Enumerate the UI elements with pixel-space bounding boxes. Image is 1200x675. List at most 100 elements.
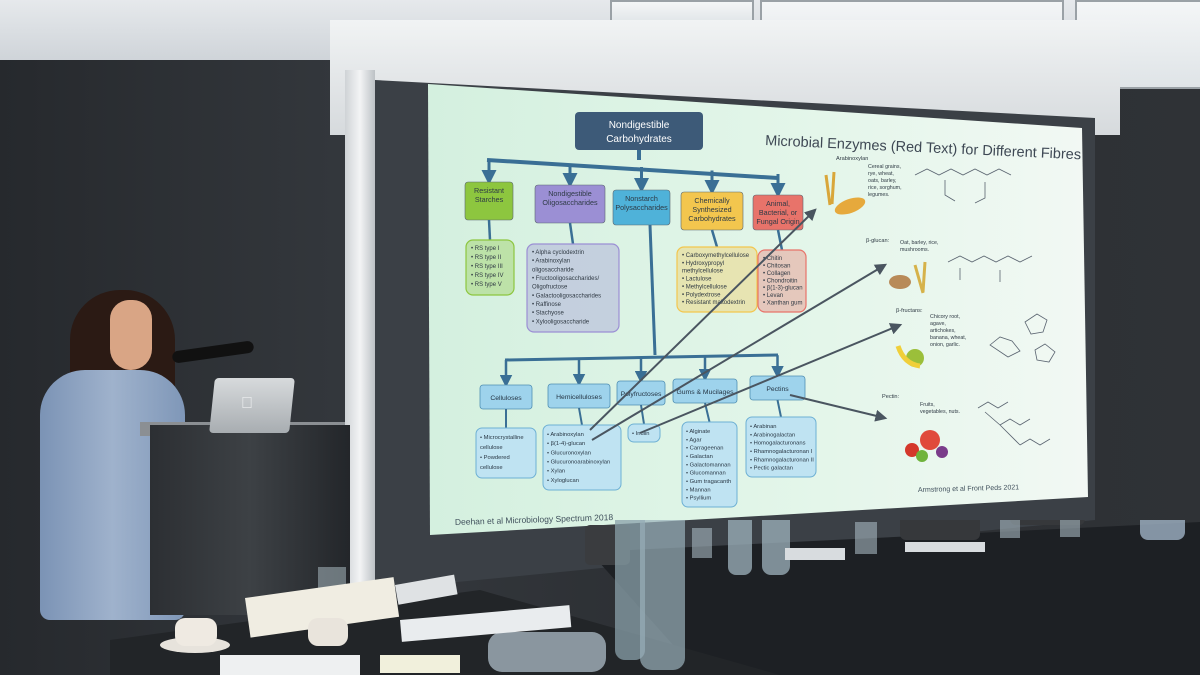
subcategory-item: • Xylan	[547, 469, 565, 475]
category-list-resistant-starches	[465, 239, 515, 296]
fibre-source--fructans: agave,	[930, 321, 946, 327]
subcategory-label-pectins: Pectins	[766, 386, 789, 393]
root-label-1: Nondigestible	[609, 120, 670, 131]
grape-illustration	[936, 446, 948, 458]
subcategory-list-gums-mucilages	[681, 421, 738, 508]
category-label-animal-bacterial-or-fungal-origin: Fungal Origin	[756, 217, 799, 226]
category-item: • Chitin	[763, 256, 782, 262]
category-item: • Lactulose	[682, 277, 712, 283]
root-label-2: Carbohydrates	[606, 134, 672, 145]
chair-2	[900, 520, 980, 540]
category-item: • Chitosan	[763, 263, 790, 269]
fibre-source-pectin: Fruits,	[920, 402, 935, 408]
category-label-nonstarch-polysaccharides: Nonstarch	[625, 194, 658, 203]
water-bottle-2	[762, 520, 790, 575]
water-bottle-3	[615, 520, 645, 660]
category-item: oligosaccharide	[532, 267, 574, 273]
category-list-nondigestible-oligosaccharides	[526, 243, 620, 333]
subcategory-label-polyfructoses: Polyfructoses	[621, 391, 662, 398]
subcategory-item: • Glucuronoarabinoxylan	[547, 460, 610, 466]
category-item: • Arabinoxylan	[532, 259, 570, 265]
glass-3	[1000, 520, 1020, 538]
category-connector-chemically-synthesized-carbohydrates	[710, 229, 719, 248]
subcategory-item: • Mannan	[686, 487, 711, 493]
category-item: • Hydroxypropyl	[682, 261, 724, 267]
tree-branch-top	[486, 158, 779, 180]
subcategory-label-gums-mucilages: Gums & Mucilages	[676, 389, 734, 396]
tree-connector-nsp	[648, 224, 657, 356]
subcategory-item: • Rhamnogalacturonan II	[750, 457, 814, 463]
category-label-chemically-synthesized-carbohydrates: Carbohydrates	[688, 214, 736, 223]
subcategory-item: • Carrageenan	[686, 446, 723, 452]
category-label-animal-bacterial-or-fungal-origin: Animal,	[766, 199, 790, 208]
category-label-nondigestible-oligosaccharides: Oligosaccharides	[542, 198, 598, 207]
structure-beta-glucan	[947, 255, 1033, 282]
coffee-cup-2	[308, 618, 348, 646]
fibre-source--fructans: banana, wheat,	[930, 335, 966, 341]
structure-beta-fructan	[989, 313, 1056, 363]
category-item: • RS type IV	[471, 273, 503, 279]
category-item: • RS type III	[471, 264, 503, 270]
bowl-sweets-1	[488, 632, 606, 672]
subcategory-list-celluloses	[475, 427, 537, 479]
category-item: • Methylcellulose	[682, 284, 727, 290]
booklet	[245, 577, 400, 638]
subcategory-connector-pectins	[776, 399, 782, 418]
apple-illustration	[905, 443, 919, 457]
subcategory-item: • Inulin	[632, 431, 650, 437]
arrow-inulin	[639, 323, 903, 434]
category-label-chemically-synthesized-carbohydrates: Synthesized	[692, 205, 731, 214]
category-item: • Alpha cyclodextrin	[532, 250, 584, 256]
water-bottle-1	[728, 520, 752, 575]
enzyme-arrows	[589, 208, 903, 441]
category-label-nondigestible-oligosaccharides: Nondigestible	[548, 189, 592, 198]
subcategory-item: cellulose	[480, 445, 503, 451]
subcategory-item: • Glucomannan	[686, 471, 726, 477]
category-item: • Carboxymethylcellulose	[682, 253, 750, 259]
fibre-source-arabinoxylan: Cereal grains,	[868, 164, 901, 170]
fibre-label--glucan: β-glucan:	[866, 238, 890, 244]
paper-2	[220, 655, 360, 675]
fibre-source-arabinoxylan: rice, sorghum,	[868, 185, 902, 191]
category-label-resistant-starches: Resistant	[474, 186, 504, 195]
arrow-pectin	[789, 394, 888, 422]
bowl-sweets-2	[1140, 520, 1185, 540]
screen-post-left	[345, 70, 375, 590]
watermelon-illustration	[920, 430, 940, 450]
structure-pectin	[977, 401, 1051, 446]
subcategory-item: • Arabinan	[750, 424, 777, 430]
fibre-label-arabinoxylan: Arabinoxylan	[836, 156, 868, 162]
fibre-source--glucan: mushrooms.	[900, 247, 929, 253]
lime-illustration	[916, 450, 928, 462]
glass-4	[1060, 520, 1080, 537]
subcategory-item: • Galactan	[686, 454, 713, 460]
wheat-illustration	[824, 171, 836, 206]
fibre-label--fructans: β-fructans:	[896, 308, 923, 314]
category-item: • RS type II	[471, 255, 501, 261]
category-connector-animal-bacterial-or-fungal-origin	[776, 229, 784, 251]
category-item: • RS type I	[471, 246, 500, 252]
category-item: Oligofructose	[532, 285, 568, 291]
category-label-chemically-synthesized-carbohydrates: Chemically	[694, 196, 730, 205]
subcategory-item: • Xyloglucan	[547, 478, 579, 484]
category-label-resistant-starches: Starches	[475, 195, 504, 204]
category-connector-nondigestible-oligosaccharides	[568, 222, 575, 245]
food-illustrations	[824, 171, 948, 462]
category-item: • Levan	[763, 293, 783, 299]
subcategory-connector-hemicelluloses	[578, 407, 583, 426]
banana-shape	[895, 345, 921, 369]
water-bottle-4	[640, 520, 685, 670]
category-item: • Chondroitin	[763, 278, 797, 284]
subcategory-item: • Glucuronoxylan	[547, 450, 591, 456]
category-label-animal-bacterial-or-fungal-origin: Bacterial, or	[759, 208, 798, 217]
subcategory-item: • Pectic galactan	[750, 466, 793, 472]
subcategory-connector-polyfructoses	[640, 404, 645, 425]
paper-1	[400, 605, 572, 642]
subcategory-item: cellulose	[480, 465, 503, 471]
subcategory-item: • Galactomannan	[686, 462, 731, 468]
arrow-arabinoxylan	[589, 208, 817, 431]
category-label-nonstarch-polysaccharides: Polysaccharides	[615, 203, 668, 212]
conference-table-scene	[110, 520, 1200, 675]
glass-2	[855, 522, 877, 554]
